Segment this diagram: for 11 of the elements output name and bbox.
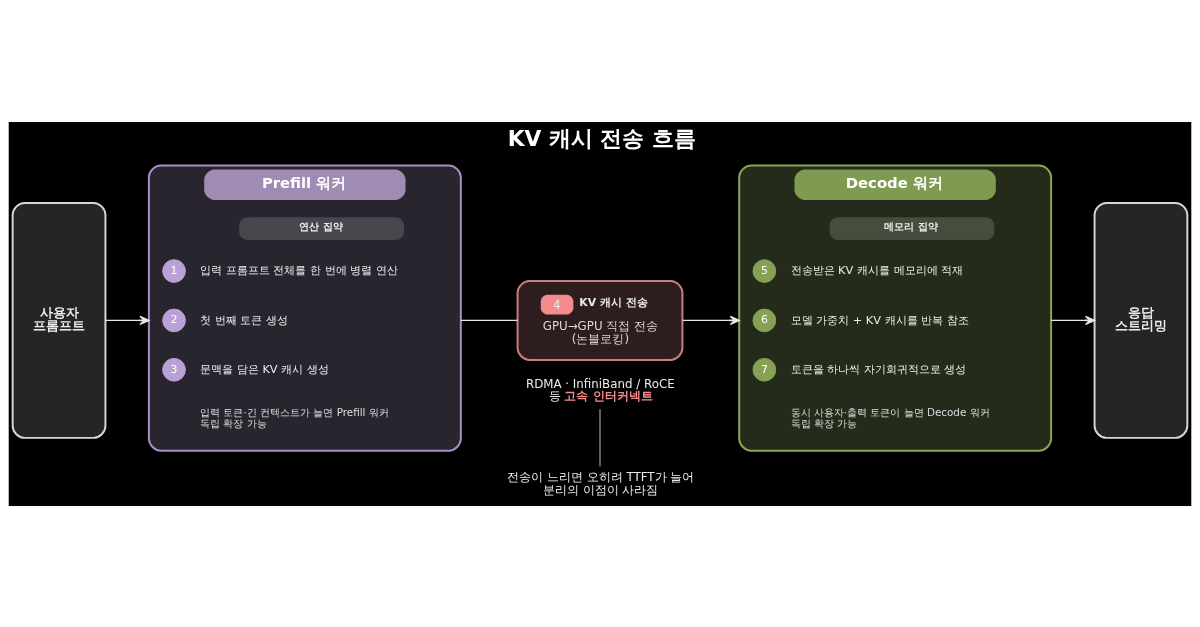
label: 동시 사용자·출력 토큰이 늘면 Decode 워커 독립 확장 가능 (790, 405, 990, 429)
node-text: RDMA · InfiniBand / RoCE 등 고속 인터커넥트 (525, 376, 675, 403)
node-label: 문맥을 담은 KV 캐시 생성 (200, 361, 329, 376)
node-label: 모델 가중치 + KV 캐시를 반복 참조 (790, 312, 969, 327)
node-label: 전송받은 KV 캐시를 메모리에 적재 (790, 262, 964, 277)
node-label: 첫 번째 토큰 생성 (200, 312, 289, 327)
label: 입력 토큰·긴 컨텍스트가 늘면 Prefill 워커 독립 확장 가능 (200, 405, 389, 429)
node-text: 전송이 느리면 오히려 TTFT가 늘어 분리의 이점이 사라짐 (507, 469, 695, 497)
diagram-title: KV 캐시 전송 흐름 (507, 125, 696, 151)
node-label: 입력 프롬프트 전체를 한 번에 병렬 연산 (200, 262, 398, 277)
node-label: 토큰을 하나씩 자기회귀적으로 생성 (790, 361, 967, 376)
